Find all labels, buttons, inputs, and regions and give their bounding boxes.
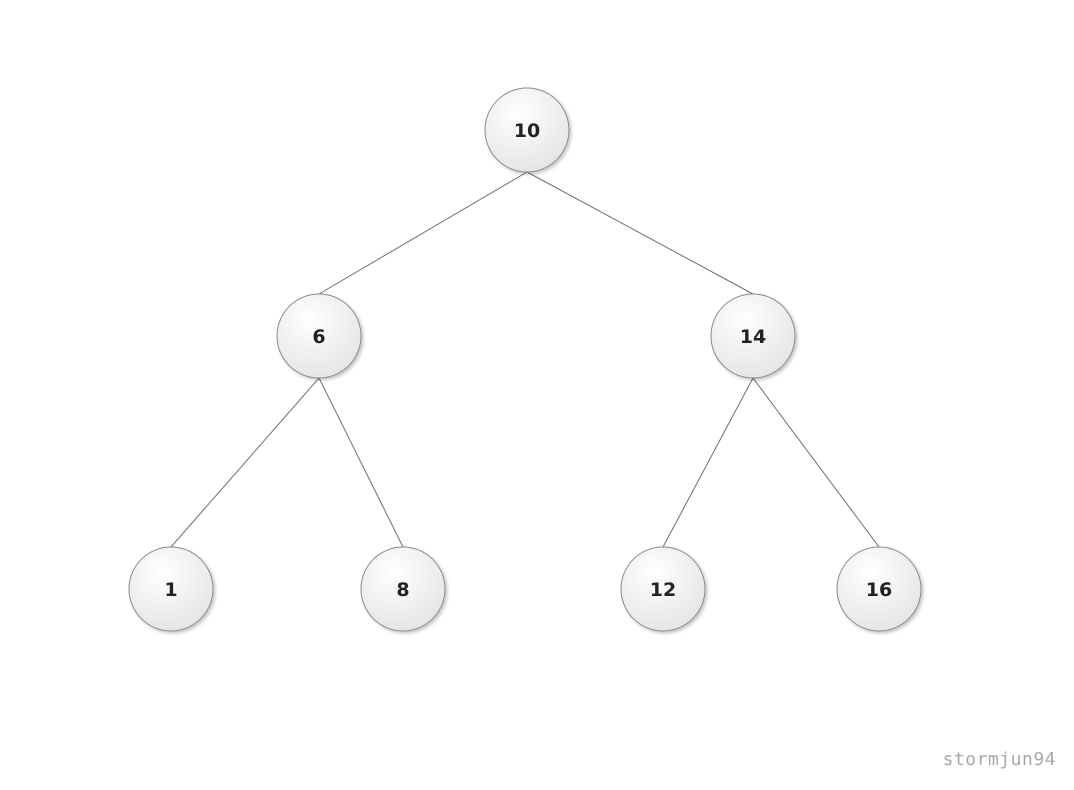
edge-14-12 [662, 377, 754, 548]
node-circle [360, 546, 446, 632]
tree-nodes: 10 6 14 1 8 12 16 [128, 87, 922, 632]
watermark-text: stormjun94 [942, 749, 1056, 770]
node-circle [710, 293, 796, 379]
edge-10-14 [526, 171, 754, 295]
edge-14-16 [752, 377, 880, 548]
tree-node-8: 8 [360, 546, 446, 632]
node-label: 10 [514, 120, 540, 142]
tree-node-12: 12 [620, 546, 706, 632]
node-label: 8 [396, 579, 409, 601]
tree-edges [170, 171, 880, 548]
node-circle [276, 293, 362, 379]
node-label: 6 [312, 326, 325, 348]
node-circle [836, 546, 922, 632]
node-circle [484, 87, 570, 173]
node-label: 16 [866, 579, 892, 601]
node-circle [128, 546, 214, 632]
tree-node-14: 14 [710, 293, 796, 379]
tree-node-6: 6 [276, 293, 362, 379]
tree-node-1: 1 [128, 546, 214, 632]
tree-node-10: 10 [484, 87, 570, 173]
edge-6-8 [318, 377, 404, 548]
edge-10-6 [318, 171, 528, 295]
tree-node-16: 16 [836, 546, 922, 632]
edge-6-1 [170, 377, 320, 548]
node-label: 12 [650, 579, 676, 601]
node-circle [620, 546, 706, 632]
node-label: 1 [164, 579, 177, 601]
node-label: 14 [740, 326, 766, 348]
